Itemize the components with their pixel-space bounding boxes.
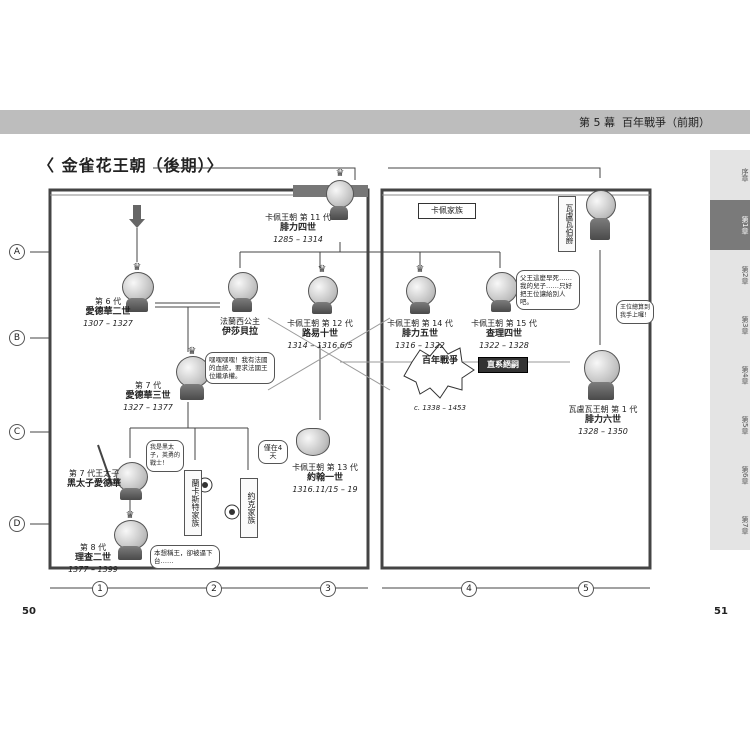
philip4-avatar <box>326 180 354 208</box>
richard2-avatar <box>114 520 148 550</box>
valois-count-scroll: 瓦盧瓦伯爵 <box>558 196 576 252</box>
crown-icon: ♛ <box>335 168 345 179</box>
side-tab-3[interactable]: 第3章 <box>710 300 750 351</box>
node-richard2: 第 8 代 理查二世 1377 – 1399 <box>68 543 118 574</box>
war-years-label: c. 1338 – 1453 <box>414 404 466 412</box>
col-marker-1: 1 <box>92 581 108 597</box>
node-philip4: 卡佩王朝 第 11 代 腓力四世 1285 – 1314 <box>265 213 331 244</box>
node-philip5: 卡佩王朝 第 14 代 腓力五世 1316 – 1322 <box>387 319 453 350</box>
node-louis10: 卡佩王朝 第 12 代 路易十世 1314 – 1316.6/5 <box>287 319 353 350</box>
richard2-speech-bubble: 本想稱王，卻被逼下台…… <box>150 545 220 569</box>
philip4-body <box>330 206 348 220</box>
col-marker-4: 4 <box>461 581 477 597</box>
philip6-body <box>588 382 614 400</box>
rose-icon <box>224 504 240 520</box>
hundred-years-war-label: 百年戰爭 <box>421 356 458 366</box>
capet-family-tag: 卡佩家族 <box>418 203 476 219</box>
charles4-speech-bubble: 父王這麼早死……我的兒子……只好把王位讓給別人吧。 <box>516 270 580 310</box>
philip6-avatar <box>584 350 620 386</box>
isabella-body <box>232 298 252 312</box>
philip5-body <box>410 302 430 314</box>
valois-count-avatar <box>586 190 616 220</box>
header-title: 第 5 幕 百年戰爭（前期） <box>579 116 710 129</box>
header-bar <box>0 110 750 134</box>
row-marker-a: A <box>9 244 25 260</box>
right-frame <box>380 188 652 570</box>
edward2-body <box>126 298 148 312</box>
war-burst-shape <box>403 343 475 399</box>
node-isabella: 法蘭西公主 伊莎貝拉 <box>220 317 260 337</box>
edward3-body <box>180 384 204 400</box>
node-edward2: 第 6 代 愛德華二世 1307 – 1327 <box>83 297 133 328</box>
page-number-right: 51 <box>714 606 728 617</box>
side-tab-2[interactable]: 第2章 <box>710 250 750 301</box>
died-4-days-bubble: 僅在4天 <box>258 440 288 464</box>
sword-icon <box>97 444 113 486</box>
crown-icon: ♛ <box>187 346 197 357</box>
node-philip6: 瓦盧瓦王朝 第 1 代 腓力六世 1328 – 1350 <box>568 405 638 436</box>
section-title: 〈 金雀花王朝（後期）〉 <box>38 156 224 175</box>
crown-icon: ♛ <box>317 264 327 275</box>
edward3-speech-bubble: 嘿嘿嘿嘿！我有法國的血統，要求法國王位繼承權。 <box>205 352 275 384</box>
black-prince-avatar <box>116 462 148 492</box>
side-tab-5[interactable]: 第5章 <box>710 400 750 451</box>
direct-line-extinct-tag: 直系絕嗣 <box>478 357 528 373</box>
col-marker-2: 2 <box>206 581 222 597</box>
col-marker-5: 5 <box>578 581 594 597</box>
side-tab-0[interactable]: 序章 <box>710 150 750 201</box>
john1-avatar <box>296 428 330 456</box>
page-number-left: 50 <box>22 606 36 617</box>
crown-icon: ♛ <box>132 262 142 273</box>
charles4-avatar <box>486 272 518 304</box>
black-prince-speech-bubble: 我是黑太子，英勇的戰士！ <box>146 440 184 472</box>
side-tab-1[interactable]: 第1章 <box>710 200 750 251</box>
side-tab-6[interactable]: 第6章 <box>710 450 750 501</box>
crown-icon: ♛ <box>415 264 425 275</box>
row-marker-b: B <box>9 330 25 346</box>
louis10-body <box>312 302 332 314</box>
node-charles4: 卡佩王朝 第 15 代 查理四世 1322 – 1328 <box>471 319 537 350</box>
side-tab-7[interactable]: 第7章 <box>710 500 750 551</box>
row-marker-d: D <box>9 516 25 532</box>
philip6-speech-bubble: 王位總算到我手上囉！ <box>616 300 654 324</box>
col-marker-3: 3 <box>320 581 336 597</box>
black-prince-body <box>120 488 142 500</box>
richard2-body <box>118 546 142 560</box>
charles4-body <box>491 300 511 312</box>
side-tab-4[interactable]: 第4章 <box>710 350 750 401</box>
edward2-avatar <box>122 272 154 302</box>
row-marker-c: C <box>9 424 25 440</box>
valois-count-body <box>590 218 610 240</box>
lancaster-family-scroll: 蘭卡斯特家族 <box>184 470 202 536</box>
york-family-scroll: 約克家族 <box>240 478 258 538</box>
node-edward3: 第 7 代 愛德華三世 1327 – 1377 <box>123 381 173 412</box>
node-john1: 卡佩王朝 第 13 代 約翰一世 1316.11/15 – 19 <box>292 463 358 494</box>
node-black-prince: 第 7 代王太子 黑太子愛德華 <box>66 469 121 489</box>
crown-icon: ♛ <box>125 510 135 521</box>
